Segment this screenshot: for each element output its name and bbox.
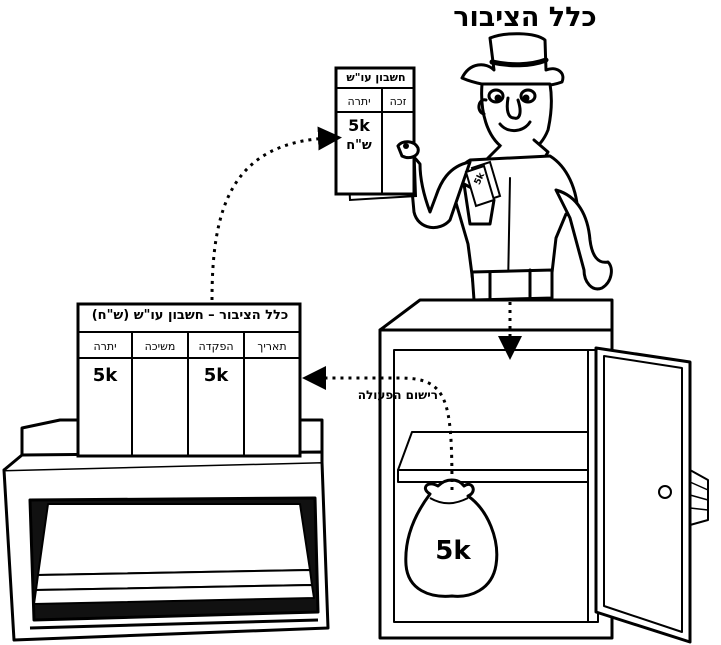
- ledger-sheet: [76, 302, 302, 458]
- ledger-deposit-value: 5k: [203, 365, 229, 386]
- printer: [2, 418, 330, 642]
- ledger-col-withdrawal: משיכה: [144, 340, 176, 353]
- action-label: רישום הפעולה: [357, 388, 438, 402]
- paper-balance-value: 5k: [348, 116, 370, 135]
- ledger-balance-value: 5k: [92, 365, 118, 386]
- paper-col-credit: זכה: [389, 95, 407, 108]
- pocket-money-icon: [464, 160, 502, 208]
- paper-col-balance: יתרה: [347, 95, 371, 108]
- paper-title: חשבון עו"ש: [346, 71, 406, 84]
- ledger-col-balance: יתרה: [93, 340, 117, 353]
- paper-balance-unit: ש"ח: [346, 138, 372, 153]
- page-title: כלל הציבור: [453, 2, 597, 33]
- bag-value: 5k: [435, 536, 471, 566]
- ledger-col-deposit: הפקדה: [198, 340, 234, 353]
- ledger-col-date: תאריך: [257, 340, 287, 353]
- person: [395, 32, 613, 302]
- thumb-nail: [403, 143, 409, 149]
- account-paper: [334, 66, 418, 202]
- arrow-bag-to-ledger: [302, 366, 454, 491]
- money-bag-icon: [404, 478, 499, 598]
- ledger-title: כלל הציבור – חשבון עו"ש (ש"ח): [91, 308, 289, 323]
- arrow-ledger-to-paper: [210, 126, 342, 301]
